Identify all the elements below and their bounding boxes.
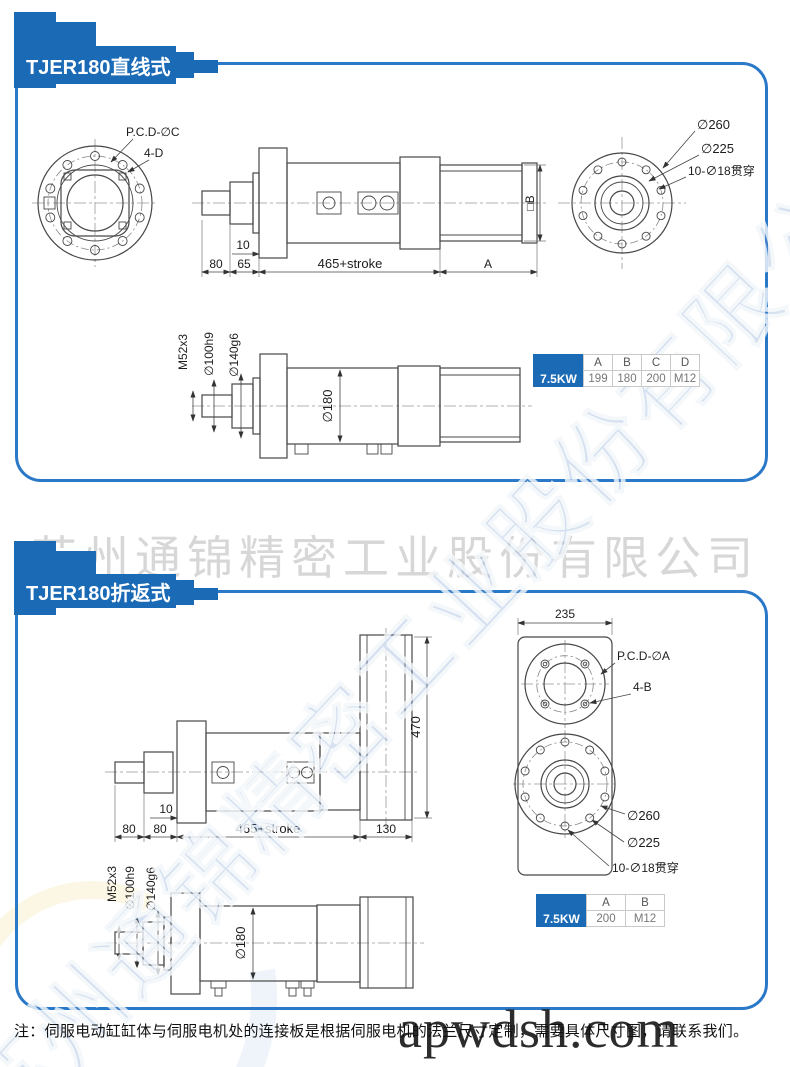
panel-linear-type	[15, 62, 768, 482]
badge-decoration	[194, 588, 218, 600]
badge-decoration	[176, 52, 194, 78]
table-header: A	[586, 894, 626, 911]
table-power-cell: 7.5KW	[536, 910, 587, 927]
table-value: 200	[586, 910, 626, 927]
table-header: D	[670, 354, 700, 371]
badge-decoration	[176, 580, 194, 605]
panel1-title-badge: TJER180直线式	[14, 46, 176, 84]
table-corner-cell	[533, 354, 584, 371]
spec-table-linear: A B C D 7.5KW 199 180 200 M12	[533, 354, 700, 387]
spec-table-foldback: A B 7.5KW 200 M12	[536, 894, 665, 927]
table-value: M12	[625, 910, 665, 927]
table-value: 200	[641, 370, 671, 387]
table-header: B	[612, 354, 642, 371]
panel2-title: TJER180折返式	[26, 582, 171, 605]
table-power-cell: 7.5KW	[533, 370, 584, 387]
footer-note: 注：伺服电动缸缸体与伺服电机处的连接板是根据伺服电机的法兰尺寸定制，需要具体尺寸…	[14, 1023, 749, 1040]
badge-decoration	[56, 551, 96, 575]
table-value: 199	[583, 370, 613, 387]
table-corner-cell	[536, 894, 587, 911]
panel1-title: TJER180直线式	[26, 56, 171, 79]
table-value: M12	[670, 370, 700, 387]
table-header: A	[583, 354, 613, 371]
badge-decoration	[56, 22, 96, 47]
panel-foldback-type	[15, 590, 768, 1010]
table-header: B	[625, 894, 665, 911]
badge-decoration	[194, 60, 218, 73]
table-value: 180	[612, 370, 642, 387]
table-header: C	[641, 354, 671, 371]
panel2-title-badge: TJER180折返式	[14, 574, 176, 608]
